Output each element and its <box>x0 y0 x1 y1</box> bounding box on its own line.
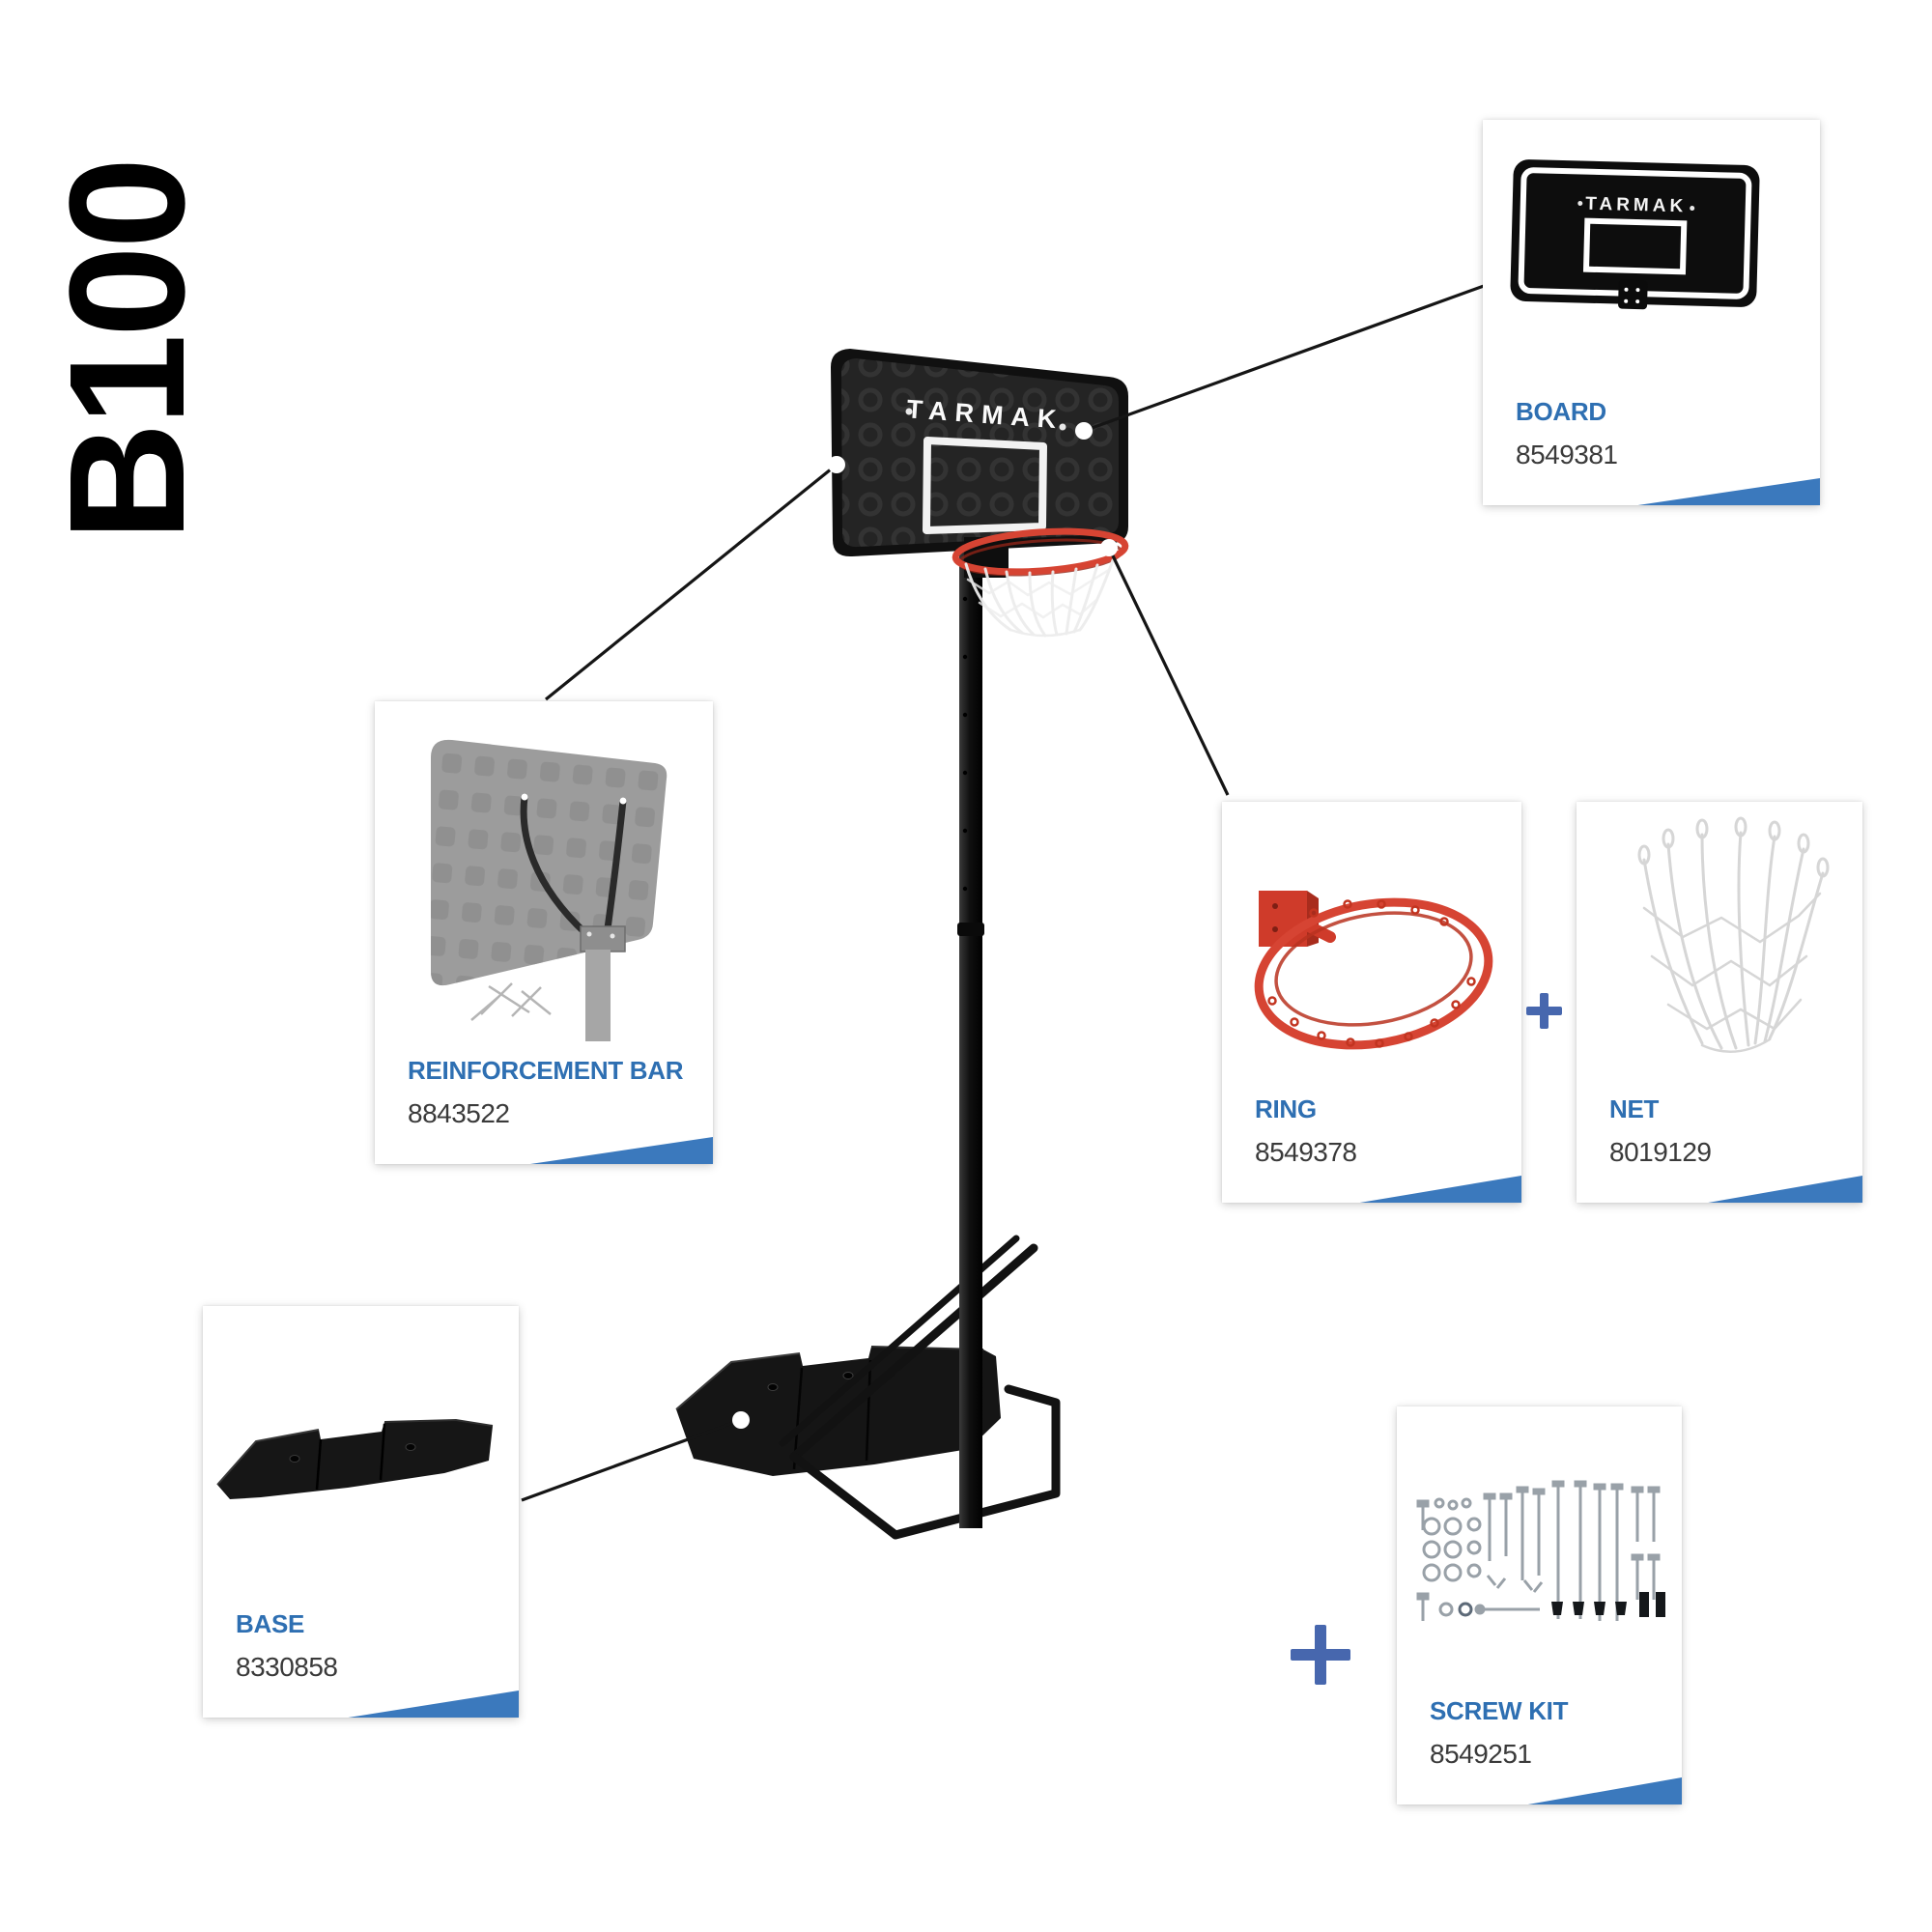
part-label: NET <box>1609 1094 1660 1123</box>
ring-image <box>1254 891 1493 1050</box>
part-card-screw-kit[interactable]: SCREW KIT 8549251 <box>1397 1406 1682 1804</box>
callout-dot-ring-net[interactable] <box>1100 539 1118 556</box>
callout-dot-base[interactable] <box>732 1411 750 1429</box>
base-ballast <box>675 1346 1001 1476</box>
plus-icon <box>1526 993 1562 1029</box>
base-image <box>216 1418 494 1499</box>
screw-kit-image <box>1416 1480 1665 1621</box>
board-image: TARMAK <box>1510 159 1760 310</box>
part-label: BASE <box>236 1609 305 1638</box>
part-ref: 8330858 <box>236 1652 338 1682</box>
pole <box>957 551 984 1528</box>
callout-lines <box>521 284 1485 1502</box>
card-wedge <box>530 1137 713 1164</box>
part-ref: 8843522 <box>408 1098 510 1128</box>
part-ref: 8549251 <box>1430 1739 1532 1769</box>
callout-dot-reinforcement[interactable] <box>828 456 845 473</box>
callout-line-ring-net <box>1107 547 1230 796</box>
part-ref: 8549378 <box>1255 1137 1357 1167</box>
part-card-reinforcement-bar[interactable]: REINFORCEMENT BAR 8843522 <box>375 701 713 1164</box>
card-wedge <box>1708 1176 1862 1203</box>
part-ref: 8549381 <box>1516 440 1618 469</box>
part-ref: 8019129 <box>1609 1137 1712 1167</box>
backboard: TARMAK <box>831 349 1128 578</box>
part-label: SCREW KIT <box>1430 1696 1569 1725</box>
callout-line-reinforcement <box>544 463 838 701</box>
part-label: REINFORCEMENT BAR <box>408 1056 684 1085</box>
brand-logo-mini: TARMAK <box>1585 194 1687 217</box>
callout-line-base <box>521 1418 742 1502</box>
plus-icon <box>1291 1625 1350 1685</box>
callout-line-board <box>1083 284 1485 433</box>
card-wedge <box>1359 1176 1521 1203</box>
reinforcement-bar-image <box>431 739 668 1041</box>
ring-and-net <box>952 527 1129 638</box>
card-wedge <box>348 1690 519 1718</box>
net-image <box>1637 816 1830 1053</box>
part-card-net[interactable]: NET 8019129 <box>1577 802 1862 1203</box>
callout-dot-board[interactable] <box>1075 422 1093 440</box>
card-wedge <box>1637 478 1820 505</box>
part-label: RING <box>1255 1094 1317 1123</box>
card-wedge <box>1527 1777 1682 1804</box>
part-card-ring[interactable]: RING 8549378 <box>1222 802 1521 1203</box>
net <box>964 558 1115 638</box>
part-card-board[interactable]: TARMAK BOARD 8549381 <box>1483 120 1820 505</box>
part-card-base[interactable]: BASE 8330858 <box>203 1306 519 1718</box>
part-label: BOARD <box>1516 397 1606 426</box>
